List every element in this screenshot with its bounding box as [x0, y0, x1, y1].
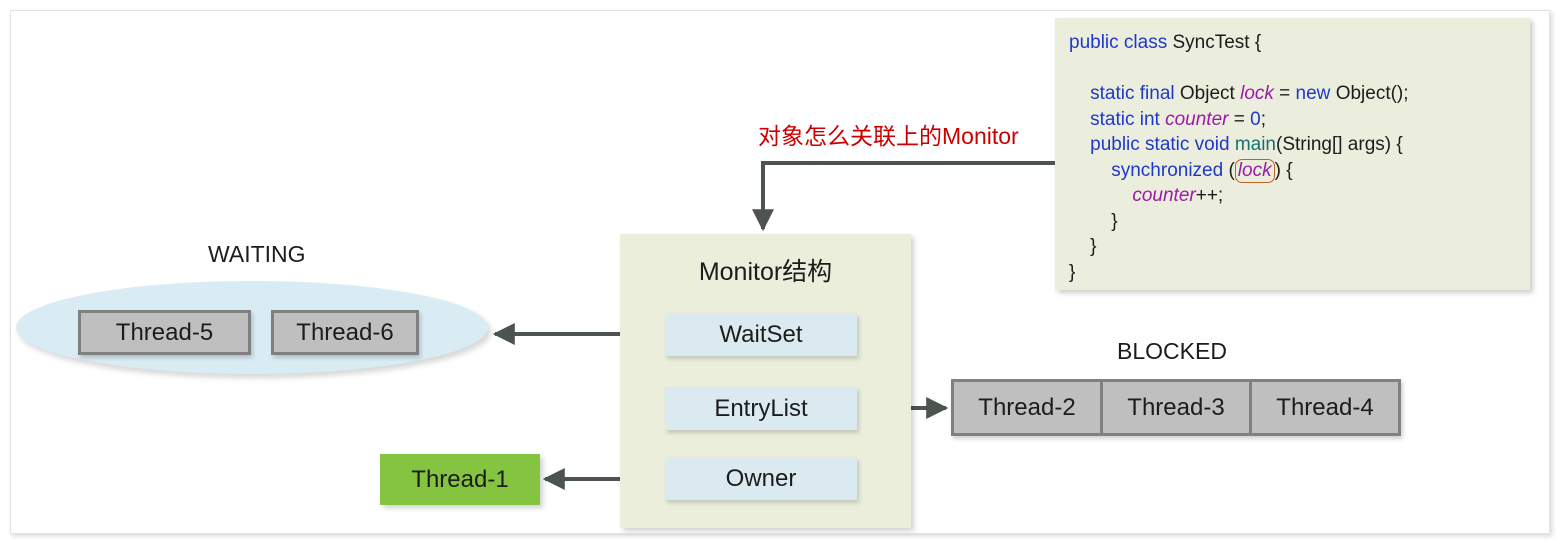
code-token [1069, 160, 1111, 181]
thread-box-2-label: Thread-2 [978, 393, 1076, 421]
code-line: public class SyncTest { [1069, 30, 1409, 56]
code-token: public static void [1090, 134, 1235, 155]
code-token: lock [1240, 83, 1274, 104]
annotation-label: 对象怎么关联上的Monitor [758, 123, 1019, 149]
thread-box-4-label: Thread-4 [1276, 393, 1374, 421]
code-line: synchronized (lock) { [1069, 158, 1409, 184]
thread-box-6[interactable]: Thread-6 [271, 310, 419, 355]
code-token: synchronized [1111, 159, 1229, 181]
lock-highlight: lock [1234, 158, 1275, 183]
code-token: Object(); [1335, 83, 1409, 104]
code-line: static final Object lock = new Object(); [1069, 81, 1409, 107]
code-token: 0 [1250, 108, 1261, 130]
code-token [1069, 185, 1132, 206]
code-token: SyncTest { [1172, 32, 1262, 53]
monitor-item-owner-label: Owner [725, 464, 797, 492]
code-token: new [1295, 83, 1336, 104]
thread-box-1-owner[interactable]: Thread-1 [380, 454, 540, 505]
thread-box-2[interactable]: Thread-2 [951, 379, 1103, 436]
thread-box-4[interactable]: Thread-4 [1249, 379, 1401, 436]
code-token: (String[] args) { [1276, 134, 1403, 155]
thread-box-3-label: Thread-3 [1127, 393, 1225, 421]
blocked-thread-row: Thread-2 Thread-3 Thread-4 [951, 379, 1401, 436]
code-token: } [1069, 236, 1097, 257]
thread-box-3[interactable]: Thread-3 [1100, 379, 1252, 436]
code-token: } [1069, 261, 1076, 283]
code-line: public static void main(String[] args) { [1069, 132, 1409, 158]
code-token [1069, 109, 1090, 130]
monitor-item-waitset-label: WaitSet [719, 320, 803, 348]
code-token: public class [1069, 32, 1173, 53]
code-line: } [1069, 260, 1409, 286]
monitor-panel: Monitor结构 WaitSet EntryList Owner [620, 234, 911, 528]
thread-box-5-label: Thread-5 [115, 318, 214, 346]
monitor-item-owner[interactable]: Owner [665, 457, 857, 500]
code-line: counter++; [1069, 183, 1409, 209]
code-token: ; [1260, 108, 1266, 130]
code-panel: public class SyncTest { static final Obj… [1055, 18, 1530, 290]
code-token: ( [1228, 159, 1235, 181]
monitor-item-entrylist-label: EntryList [714, 394, 808, 422]
code-token: = [1273, 83, 1296, 104]
thread-box-5[interactable]: Thread-5 [78, 310, 251, 355]
code-token: ++; [1195, 185, 1224, 206]
code-line: } [1069, 234, 1409, 260]
code-line [1069, 56, 1409, 82]
code-line: static int counter = 0; [1069, 107, 1409, 133]
code-token: main [1234, 134, 1276, 155]
code-token [1069, 134, 1090, 155]
code-token: ) { [1274, 159, 1293, 181]
code-token: } [1069, 210, 1118, 232]
monitor-title: Monitor结构 [698, 258, 833, 286]
code-token [1069, 83, 1090, 104]
code-line: } [1069, 209, 1409, 235]
thread-box-6-label: Thread-6 [296, 318, 394, 346]
monitor-item-entrylist[interactable]: EntryList [665, 387, 857, 430]
code-token: Object [1179, 83, 1241, 104]
code-token: static int [1090, 108, 1166, 130]
code-token: counter [1132, 185, 1196, 206]
blocked-group-label: BLOCKED [1117, 338, 1227, 364]
waiting-group-label: WAITING [208, 241, 306, 267]
monitor-item-waitset[interactable]: WaitSet [665, 313, 857, 356]
code-token: counter [1165, 108, 1229, 130]
code-token: static final [1090, 83, 1180, 104]
code-token: = [1228, 108, 1251, 130]
code-listing: public class SyncTest { static final Obj… [1069, 30, 1409, 285]
thread-box-1-label: Thread-1 [411, 465, 509, 493]
